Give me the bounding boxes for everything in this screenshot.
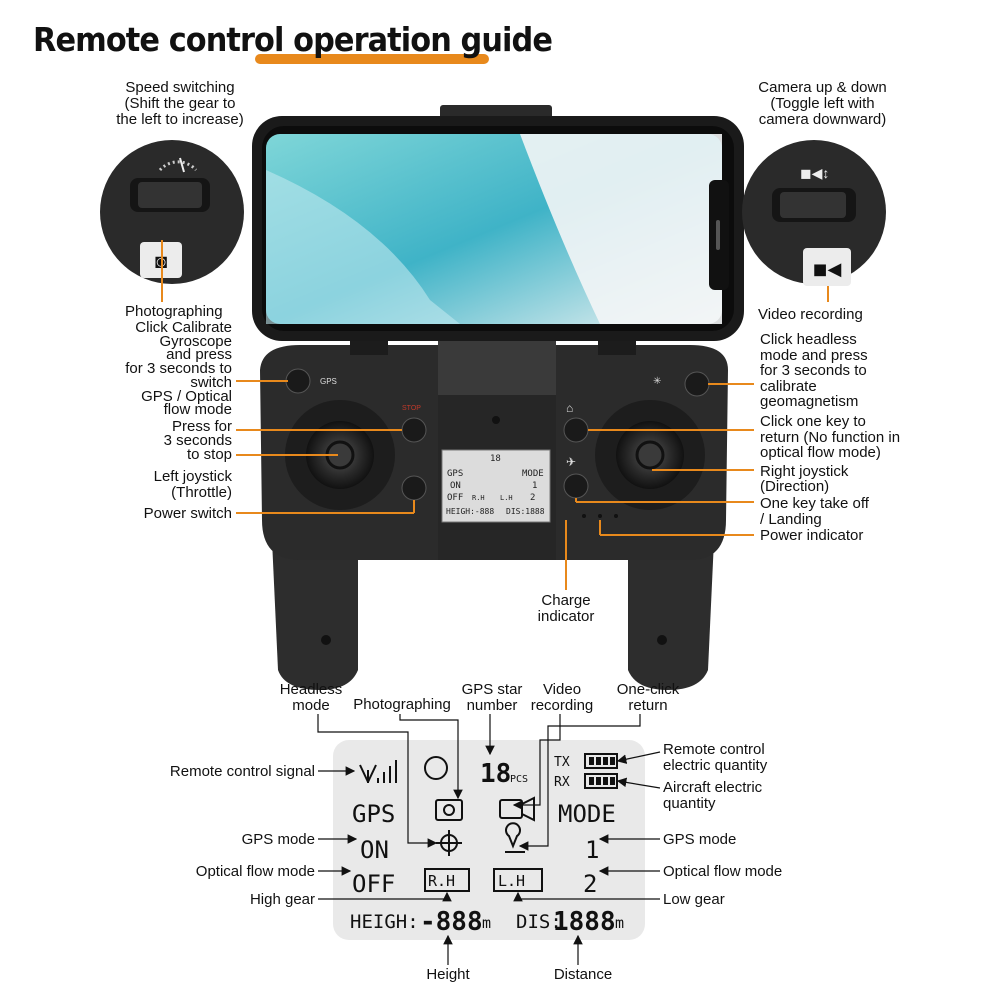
title-underline	[255, 54, 489, 64]
title-part2: operation guide	[293, 20, 553, 59]
low-gear-label: Low gear	[663, 891, 725, 908]
return-pin-icon	[505, 822, 521, 849]
headless-mode-lcd-label: Headless mode	[279, 681, 343, 714]
gps-button-label: GPS	[320, 377, 337, 386]
speed-switching-label: Speed switching (Shift the gear to the l…	[116, 79, 244, 128]
lcd-callouts	[317, 714, 661, 965]
small-lcd-two: 2	[530, 493, 535, 503]
remote-controller	[260, 335, 728, 690]
charge-indicator-label: Charge indicator	[537, 592, 595, 625]
lcd-gps: GPS	[352, 800, 395, 828]
stop-button-label: STOP	[402, 405, 421, 412]
right-joystick-label: Right joystick (Direction)	[760, 463, 849, 495]
lcd-sats: 18	[480, 759, 511, 789]
small-lcd-mode: MODE	[522, 469, 544, 479]
small-lcd-gps: GPS	[447, 469, 463, 479]
camera-dial-inset: ◼◀ ◼◀↕	[742, 140, 886, 286]
power-switch-label: Power switch	[143, 505, 232, 522]
rc-electric-label: Remote control electric quantity	[663, 741, 768, 774]
rh-box	[424, 868, 470, 892]
small-lcd-on: ON	[450, 481, 461, 491]
lcd-m2: m	[615, 914, 624, 932]
lcd-rh: R.H	[428, 872, 455, 890]
headless-mode-label: Click headless mode and press for 3 seco…	[760, 331, 868, 410]
lh-box	[493, 868, 543, 892]
lcd-heigh-label: HEIGH:	[350, 911, 419, 933]
camera-up-down-label: Camera up & down (Toggle left with camer…	[758, 79, 887, 128]
small-lcd-sats: 18	[490, 454, 501, 464]
small-lcd-one: 1	[532, 481, 537, 491]
small-lcd: GPS ON OFF MODE 1 2 R.H L.H HEIGH:-888 D…	[446, 454, 545, 516]
lcd-tx: TX	[554, 755, 570, 770]
title-part1: Remote control	[33, 20, 284, 59]
gps-star-number-label: GPS star number	[461, 681, 523, 714]
high-gear-label: High gear	[249, 891, 315, 908]
speed-dial-inset: ◙	[100, 140, 244, 284]
power-indicator-label: Power indicator	[760, 527, 864, 544]
lcd-mode: MODE	[558, 800, 616, 828]
photo-icon	[435, 799, 463, 821]
camera-tilt-icon: ◼◀↕	[800, 165, 829, 181]
lcd-pcs: PCS	[510, 774, 528, 785]
compass-icon: ✳	[653, 376, 661, 387]
lcd-on: ON	[360, 836, 389, 864]
lcd-dis-value: 1888	[553, 907, 616, 937]
small-lcd-rh: R.H	[472, 494, 485, 502]
small-lcd-dis: DIS:1888	[506, 507, 545, 516]
photographing-label: Photographing	[125, 303, 223, 320]
photographing-lcd-label: Photographing	[353, 696, 451, 713]
return-icon: ⌂	[566, 401, 573, 415]
lcd-height-value: -888	[420, 907, 483, 937]
one-key-return-label: Click one key to return (No function in …	[760, 413, 901, 461]
lcd-m1: m	[482, 914, 491, 932]
gps-mode-right-label: GPS mode	[663, 831, 737, 848]
small-lcd-height: HEIGH:-888	[446, 507, 494, 516]
optical-flow-left-label: Optical flow mode	[195, 863, 315, 880]
callout-lines	[161, 240, 829, 590]
signal-icon	[359, 760, 397, 783]
left-joystick-label: Left joystick (Throttle)	[153, 468, 232, 501]
one-click-return-label: One-click return	[616, 681, 680, 714]
lcd-dis-label: DIS:	[516, 911, 562, 933]
press-stop-label: Press for 3 seconds to stop	[163, 418, 232, 463]
takeoff-landing-label: One key take off / Landing	[760, 495, 869, 528]
headless-icon	[424, 756, 448, 780]
lcd-lh: L.H	[498, 872, 525, 890]
lcd-one: 1	[585, 836, 599, 864]
lcd-two: 2	[583, 870, 597, 898]
drone-icon: ✈	[566, 455, 576, 469]
page-title: Remote control operation guide	[33, 20, 553, 59]
smartphone	[252, 105, 744, 341]
lcd-text: GPS ON OFF MODE 1 2 R.H L.H HEIGH: -888 …	[350, 755, 624, 937]
aircraft-electric-label: Aircraft electric quantity	[663, 779, 763, 812]
gps-mode-left-label: GPS mode	[241, 831, 315, 848]
video-recording-lcd-label: Video recording	[530, 681, 594, 714]
video-camera-icon: ◼◀	[813, 259, 842, 279]
lcd-rx: RX	[554, 775, 570, 790]
small-lcd-off: OFF	[447, 493, 463, 503]
video-recording-label: Video recording	[758, 306, 863, 323]
height-label: Height	[426, 966, 470, 983]
rc-signal-label: Remote control signal	[169, 763, 315, 780]
distance-label: Distance	[553, 966, 613, 983]
calibrate-gyro-label: Click Calibrate Gyroscope and press for …	[125, 319, 232, 419]
lcd-panel	[333, 740, 645, 940]
optical-flow-right-label: Optical flow mode	[663, 863, 783, 880]
small-lcd-lh: L.H	[500, 494, 513, 502]
lcd-off: OFF	[352, 870, 395, 898]
